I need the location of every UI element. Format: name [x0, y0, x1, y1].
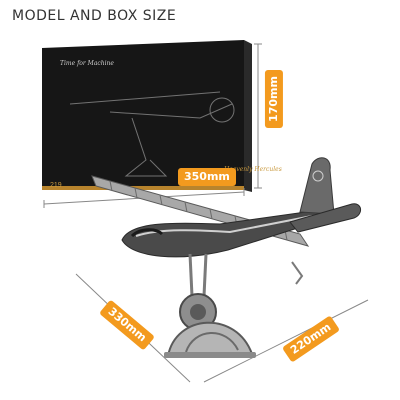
plane-stabilizer: [289, 203, 361, 233]
airplane-model: [91, 157, 361, 358]
box-gold-stripe: [42, 186, 244, 190]
product-box-edge: [244, 40, 252, 192]
plane-base: [166, 321, 254, 358]
page-title: MODEL AND BOX SIZE: [12, 8, 177, 24]
box-model-script: Heavenly Hercules: [224, 166, 282, 173]
plane-stand: [188, 253, 208, 297]
box-counter: 219: [50, 182, 62, 189]
product-box: [42, 40, 244, 190]
box-brand-script: Time for Machine: [60, 60, 114, 67]
box-height-label: 170mm: [264, 70, 283, 128]
plane-tail-fin: [299, 157, 335, 215]
box-width-label: 350mm: [178, 168, 236, 186]
box-plane-illustration: [69, 91, 235, 177]
